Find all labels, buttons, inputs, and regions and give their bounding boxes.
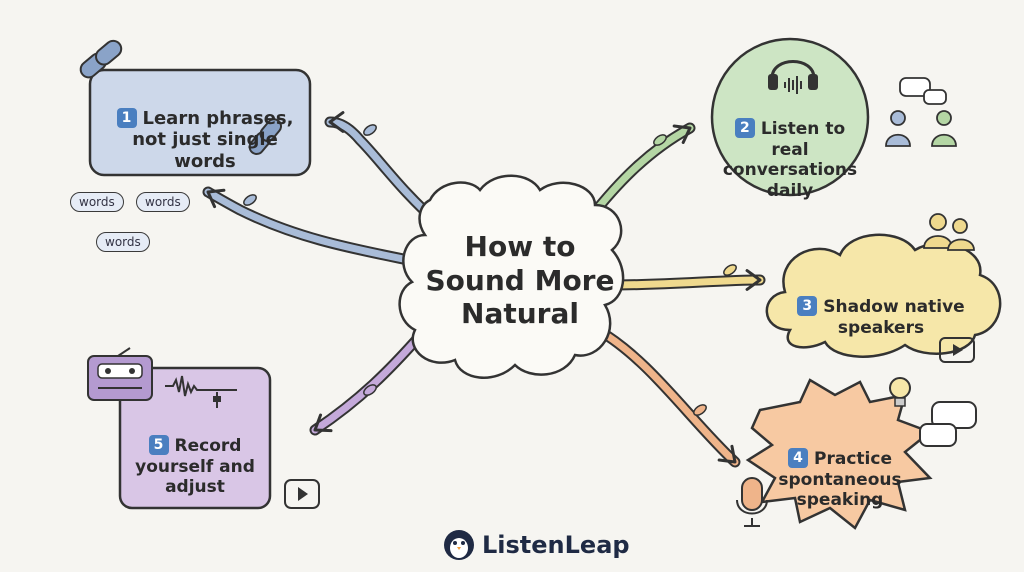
connector-outline (202, 186, 424, 268)
node-number-badge: 2 (734, 118, 755, 139)
waveform-icon (165, 375, 237, 408)
speech-bubbles-icon (919, 401, 977, 447)
connector-arrow (608, 276, 764, 289)
node-text: Learn phrases, not just single words (132, 107, 294, 172)
node-text: Listen to real conversations daily (722, 119, 858, 201)
arrow-head (206, 188, 226, 209)
chain-link-icon (79, 39, 123, 79)
node-box-record-yourself (118, 366, 272, 510)
play-button-icon (284, 479, 320, 509)
node-cloud-shadow-speakers (765, 233, 1002, 358)
people-icon (923, 213, 975, 251)
arrow-head (313, 413, 333, 433)
arrow-head (328, 111, 345, 133)
word-tag: words (70, 192, 124, 212)
leaf-decoration (693, 404, 707, 416)
leaf-decoration (653, 134, 667, 146)
leaf-decoration (363, 124, 377, 136)
node-text: Practice spontaneous speaking (778, 449, 902, 511)
leaf-decoration (243, 194, 257, 206)
center-title: How to Sound More Natural (425, 230, 615, 331)
arrow-head (672, 124, 692, 144)
node-number-badge: 1 (116, 107, 137, 128)
microphone-icon (736, 477, 768, 527)
center-cloud (398, 174, 625, 379)
brand-name: ListenLeap (482, 531, 630, 559)
connector-arrow (594, 326, 739, 466)
node-circle-listen-conversations (710, 37, 870, 197)
node-number-badge: 3 (797, 296, 818, 317)
node-number-badge: 5 (148, 435, 169, 456)
node-text: Shadow native speakers (823, 297, 965, 338)
lightbulb-icon (889, 377, 911, 407)
leaf-decoration (723, 264, 737, 276)
brand-footer: ListenLeap (444, 528, 630, 562)
node-text: Record yourself and adjust (135, 436, 255, 498)
node-burst-practice-speaking (745, 378, 933, 530)
word-tag: words (96, 232, 150, 252)
connector-arrow (204, 188, 422, 266)
word-tag: words (136, 192, 190, 212)
cassette-recorder-icon (87, 347, 153, 401)
arrow-head (745, 269, 762, 291)
arrow-head (717, 444, 737, 464)
chain-link-icon (248, 118, 282, 155)
connector-arrow (326, 118, 444, 229)
leaf-decoration (363, 384, 377, 396)
node-number-badge: 4 (788, 448, 809, 469)
play-button-icon (939, 337, 975, 363)
penguin-logo-icon (444, 530, 474, 560)
headphones-icon (768, 60, 818, 94)
people-talking-icon (885, 77, 957, 147)
